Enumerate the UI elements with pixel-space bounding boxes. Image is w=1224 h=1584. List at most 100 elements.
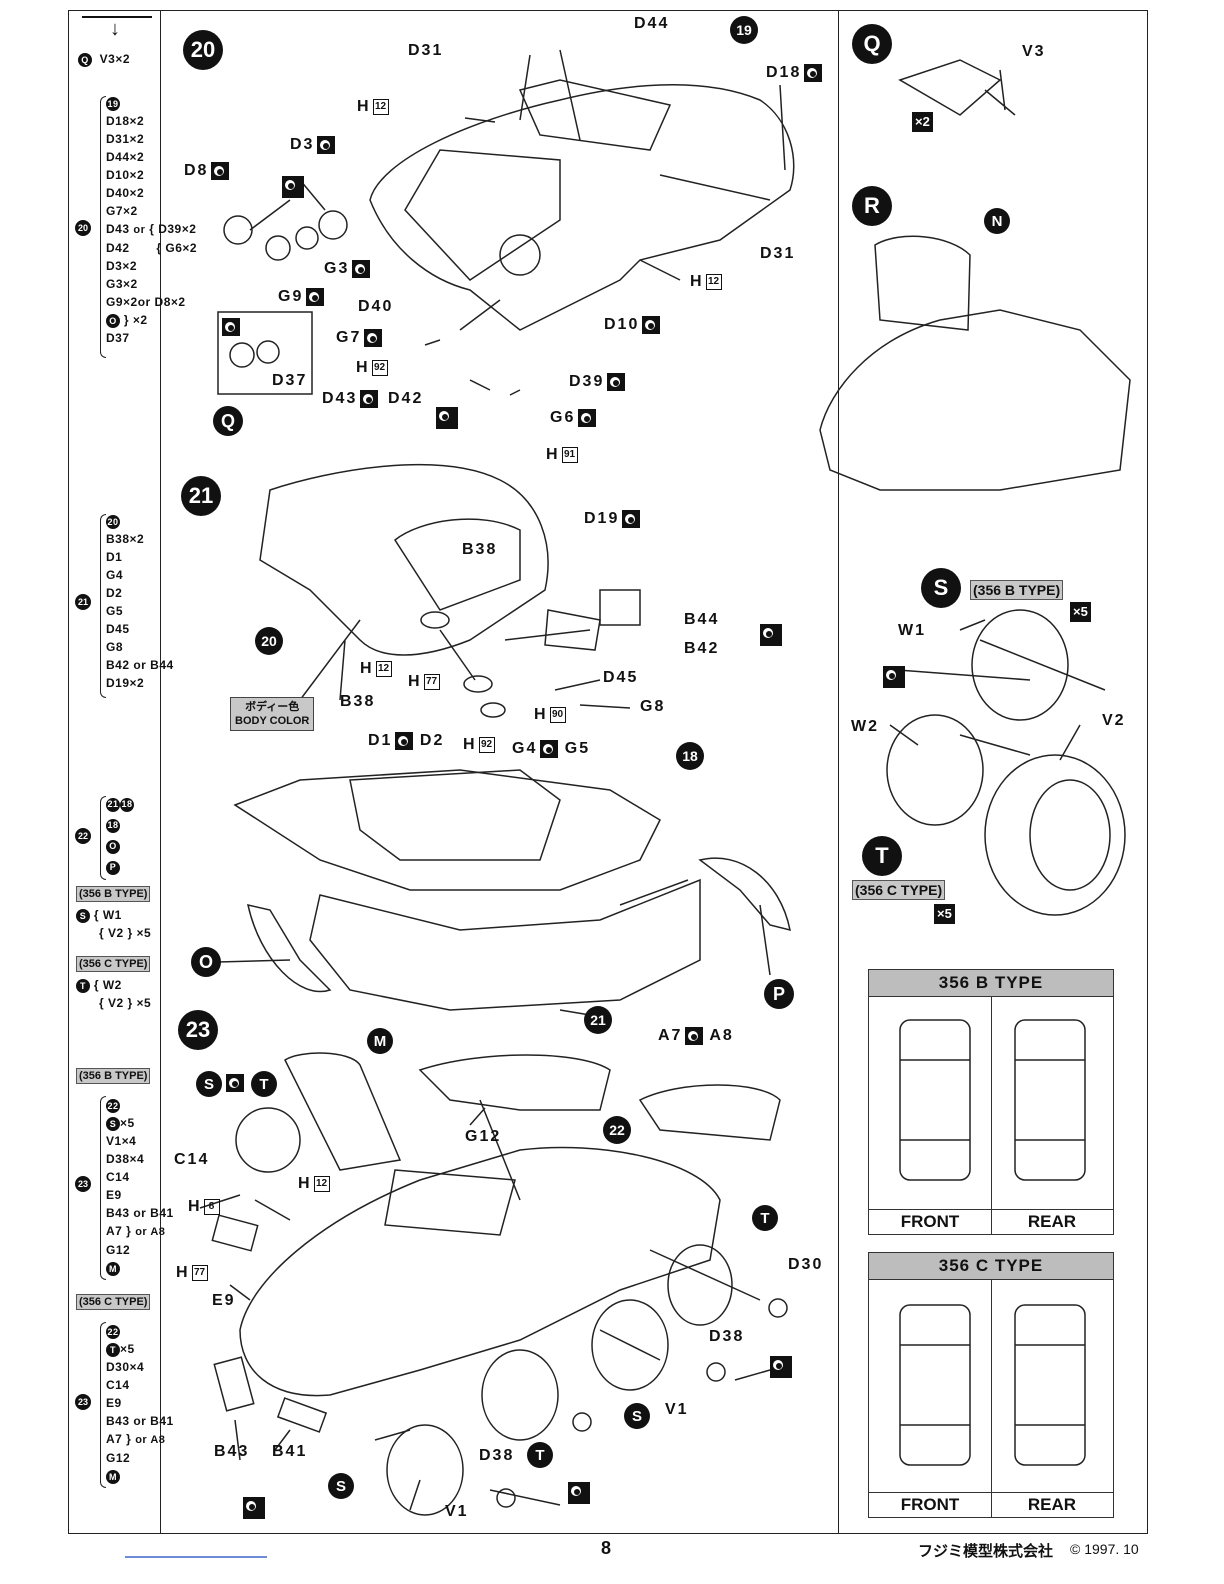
label-w1: W1	[898, 622, 926, 640]
label-h-text: H	[360, 660, 374, 677]
parts-20-item: D10×2	[106, 168, 145, 182]
parts-23b-item: V1×4	[106, 1134, 137, 1148]
t-section-badge: T	[862, 836, 902, 876]
label-a7-a8: A7 A8	[658, 1027, 734, 1045]
table-356c-footer: FRONT REAR	[869, 1492, 1113, 1517]
label-d3: D3	[290, 136, 336, 154]
brake-section-b-rear	[1014, 1019, 1086, 1181]
r-letter: R	[864, 193, 880, 218]
label-d45: D45	[603, 669, 638, 687]
parts-20-item: ×2	[132, 313, 148, 327]
tail-lens-b42	[544, 609, 601, 651]
label-d18: D18	[766, 64, 823, 82]
step-21-small-icon: 21	[75, 594, 91, 610]
s-badge-rear: S	[624, 1403, 650, 1429]
tire-v2-inner	[1029, 779, 1111, 891]
headlight-part-d37a	[229, 342, 255, 368]
parts-q: Q V3×2	[78, 50, 130, 68]
lens-b41	[276, 1397, 328, 1433]
parts-23b-item: G12	[106, 1243, 131, 1257]
paint-icon	[685, 1027, 704, 1045]
step-21-ref-number: 21	[590, 1012, 606, 1028]
label-b38-text: B38	[340, 693, 376, 710]
step-18-badge: 18	[676, 742, 704, 770]
parts-23c-item: or A8	[135, 1434, 166, 1446]
step-21-ref-badge: 21	[584, 1006, 612, 1034]
n-badge: N	[984, 208, 1010, 234]
label-d37-text: D37	[272, 372, 308, 389]
o-circle-icon: O	[106, 313, 120, 328]
label-g3-text: G3	[324, 260, 350, 278]
hardtop-g12	[418, 1054, 611, 1111]
parts-20-item: D39×2	[158, 222, 197, 236]
plate-light-d1	[420, 611, 450, 629]
times-five-text: ×5	[937, 906, 952, 921]
label-v2-text: V2	[1102, 712, 1126, 729]
brace-23c	[100, 1322, 106, 1488]
car-rear-21	[259, 463, 549, 656]
label-g8: G8	[640, 698, 665, 716]
step-18-small-icon: 18	[106, 818, 120, 833]
label-v1-bottom: V1	[445, 1503, 469, 1521]
label-h-text: H	[408, 673, 422, 690]
wheel-w2	[886, 714, 984, 826]
paint-icon	[352, 260, 371, 278]
tail-lens-b44	[599, 589, 641, 626]
table-divider	[991, 996, 992, 1234]
p-circle-icon: P	[106, 860, 120, 875]
parts-21-item: D45	[106, 622, 130, 636]
type-c-tag: (356 C TYPE)	[76, 1294, 151, 1310]
step-20-small-icon: 20	[106, 514, 120, 529]
parts-21-item: G4	[106, 568, 124, 582]
label-b44: B44	[684, 611, 719, 629]
label-g7-text: G7	[336, 329, 362, 347]
parts-21-item: G8	[106, 640, 124, 654]
lower-body-22	[309, 878, 701, 1011]
label-d2-text: D2	[419, 732, 445, 750]
o-badge: O	[191, 947, 221, 977]
label-d37: D37	[272, 372, 307, 390]
s-letter: S	[933, 575, 949, 600]
t-circle-icon: T	[106, 1342, 120, 1357]
label-d19-text: D19	[584, 510, 620, 528]
type-b-right-text: (356 B TYPE)	[970, 580, 1064, 600]
label-d30-text: D30	[788, 1256, 824, 1273]
label-v1-text: V1	[665, 1401, 689, 1418]
label-g4-g5: G4 G5	[512, 740, 590, 758]
label-h-text: H	[463, 736, 477, 753]
parts-22-type-c: (356 C TYPE)	[76, 954, 151, 972]
paint-icon	[578, 409, 597, 427]
wheel-rear-t	[667, 1244, 733, 1326]
engine-22	[349, 769, 561, 861]
paint-icon	[642, 316, 661, 334]
parts-22-t: T { W2 { V2 } ×5	[76, 978, 152, 1010]
parts-20-item: D44×2	[106, 150, 145, 164]
parts-22-item: ×5	[136, 926, 152, 940]
label-d19: D19	[584, 510, 641, 528]
label-b42: B42	[684, 640, 719, 658]
times-two-mark: ×2	[912, 112, 933, 132]
label-h-text: H	[534, 706, 548, 723]
m-letter: M	[373, 1032, 387, 1050]
t-letter: T	[875, 843, 889, 868]
paint-icon	[282, 176, 304, 198]
label-d40: D40	[358, 298, 393, 316]
down-arrow-icon: ↓	[110, 18, 120, 40]
t-badge-rear: T	[752, 1205, 778, 1231]
windshield-20	[518, 79, 672, 151]
s-badge-front: S	[328, 1473, 354, 1499]
paint-icon	[760, 624, 782, 646]
label-rear: REAR	[1027, 1495, 1077, 1514]
label-b41-text: B41	[272, 1443, 308, 1460]
parts-q-text: V3×2	[99, 52, 131, 66]
spare-wheel	[235, 1107, 301, 1173]
label-d38-text: D38	[709, 1328, 745, 1345]
m-circle-icon: M	[106, 1469, 120, 1484]
parts-21-item: B38×2	[106, 532, 145, 546]
hubcap-23-front	[572, 1412, 592, 1432]
label-w2-text: W2	[851, 718, 879, 735]
